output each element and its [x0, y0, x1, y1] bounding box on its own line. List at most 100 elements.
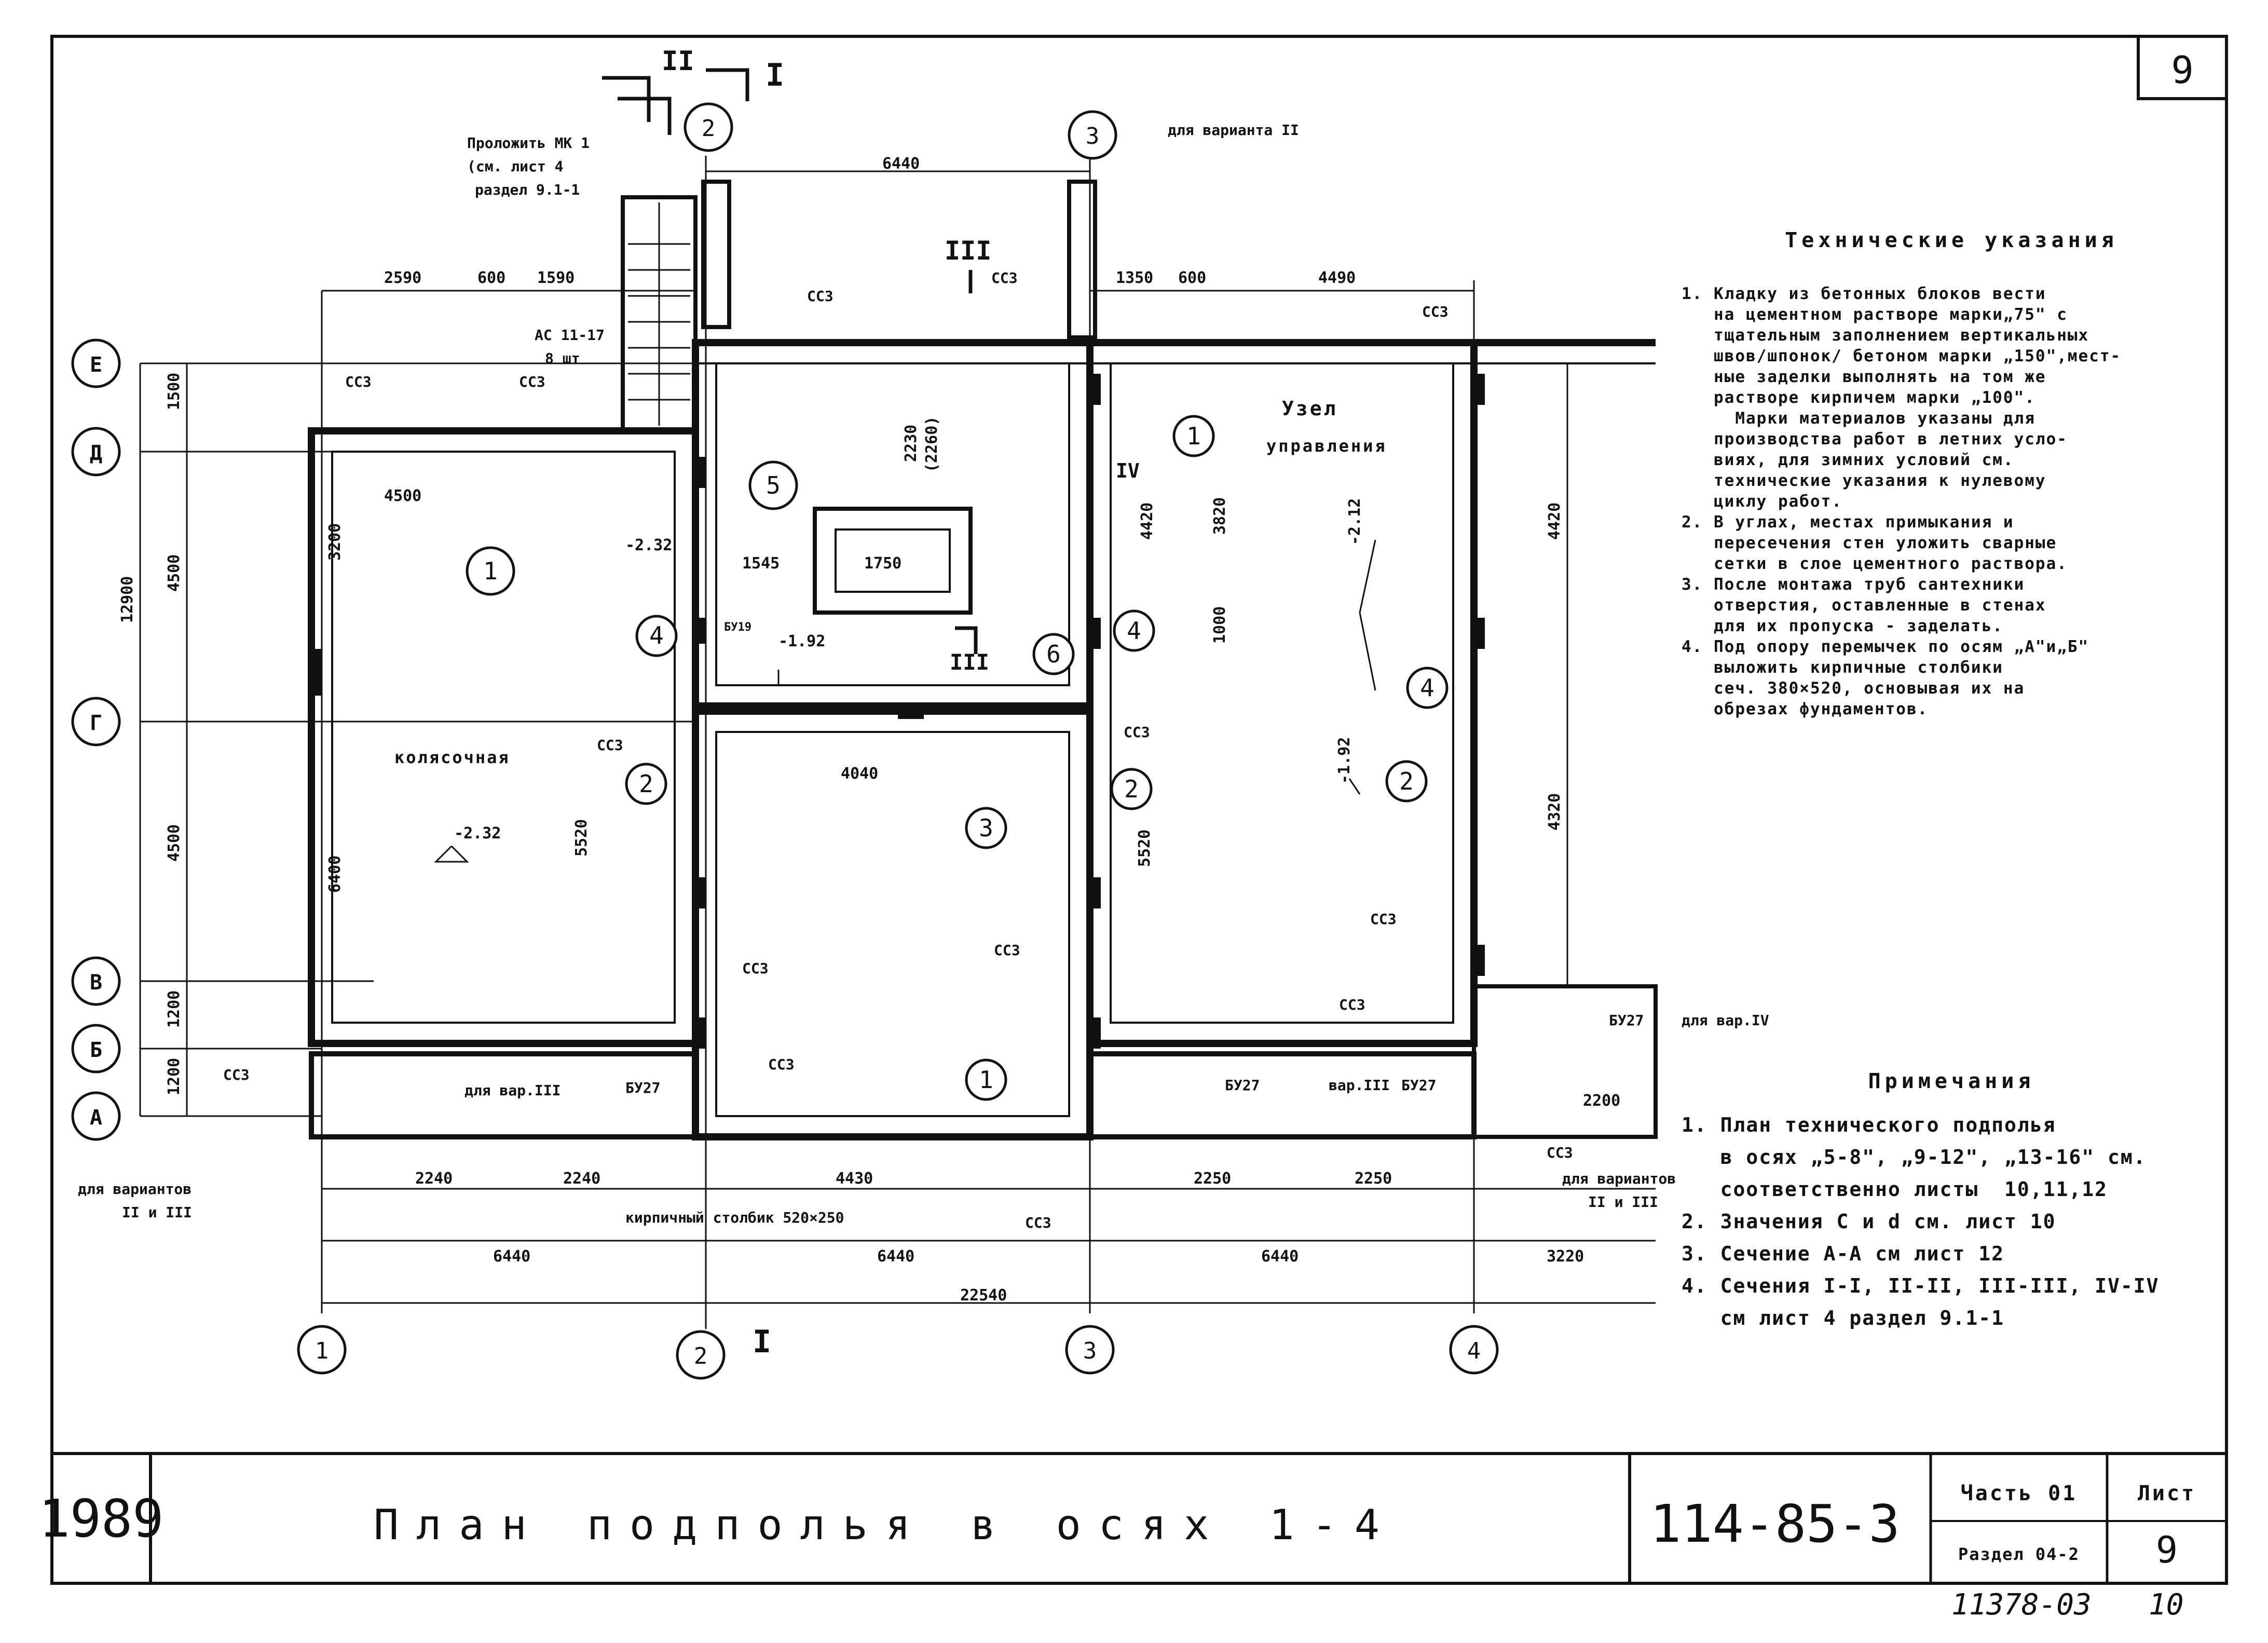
remark-line-6: 4. Сечения I-I, II-II, III-III, IV-IV	[1682, 1274, 2160, 1297]
mesh-label-2: ССЗ	[345, 373, 372, 390]
title-part: Часть 01	[1961, 1482, 2078, 1505]
stair-hatch	[628, 202, 690, 426]
dim-top-span: 6440	[882, 155, 920, 173]
dim-misc-6: (2260)	[923, 416, 941, 472]
title-main: План подполья в осях 1-4	[374, 1501, 1397, 1549]
technical-note-2: 2. В углах, местах примыкания и пересече…	[1682, 513, 2068, 573]
dim-top-left-1: 2590	[384, 269, 421, 287]
mesh-label-1: ССЗ	[519, 373, 545, 390]
axis-bubbles	[71, 102, 1499, 1380]
dim-misc-4: 4040	[841, 765, 878, 783]
title-sheet-value: 9	[2156, 1529, 2178, 1571]
technical-note-4: 4. Под опору перемычек по осям „А"и„Б" в…	[1682, 637, 2089, 718]
variant-iii-b-label: вар.III	[1329, 1077, 1390, 1094]
variants-left-2: II и III	[122, 1204, 192, 1221]
section-mark-i-top: I	[766, 57, 784, 93]
mesh-label-7: ССЗ	[1124, 724, 1150, 741]
remarks-title: Примечания	[1868, 1069, 2035, 1093]
mesh-label-15: ССЗ	[1547, 1144, 1573, 1161]
sheet-number-box	[2137, 35, 2228, 100]
dim-bottom-4: 3220	[1547, 1247, 1584, 1266]
section-mark-iv: IV	[1116, 459, 1140, 482]
level-labels: -2.32 -2.32 -1.92 -1.92 -2.12	[454, 498, 1364, 843]
see-sheet-label: (см. лист 4	[467, 158, 563, 175]
dim-misc-8: 1750	[864, 554, 901, 573]
marker-2b: 2	[1124, 775, 1139, 803]
variants-right-2: II и III	[1588, 1193, 1658, 1211]
level-right: -1.92	[1335, 737, 1354, 784]
marker-2c: 2	[1399, 767, 1414, 795]
dim-top-left-2: 600	[477, 269, 505, 287]
lintel-label-3: БУ27	[1401, 1077, 1436, 1094]
lintel-label-2: БУ27	[1225, 1077, 1260, 1094]
wall-blocks	[308, 374, 1485, 1049]
section-mark-i-bottom: I	[753, 1324, 771, 1360]
dim-misc-16: 4430	[836, 1170, 873, 1188]
variant-iii-label: для вар.III	[464, 1082, 561, 1099]
axis-row-b: Б	[90, 1038, 102, 1062]
dim-misc-5: 2230	[902, 425, 920, 462]
marker-2a: 2	[639, 770, 653, 798]
section-cut-marks	[602, 68, 978, 654]
marker-3: 3	[979, 814, 993, 842]
dim-bottom-2: 6440	[877, 1247, 914, 1266]
mesh-label-11: ССЗ	[1339, 996, 1365, 1013]
technical-notes: Технические указания 1. Кладку из бетонн…	[1682, 228, 2221, 719]
ac-count-label: 8 шт	[545, 350, 580, 367]
section-mark-labels: II I III IV I III	[662, 46, 1140, 1360]
dim-left-4: 1200	[165, 990, 183, 1028]
sheet-number-top: 9	[2171, 48, 2193, 92]
mesh-label-14: ССЗ	[1025, 1214, 1051, 1231]
stroller-room-label: колясочная	[394, 748, 510, 767]
variant-ii-label: для варианта II	[1168, 121, 1299, 139]
dim-misc-7: 1545	[742, 554, 780, 573]
dim-left-1: 1500	[165, 373, 183, 410]
archive-number: 11378-03	[1951, 1588, 2092, 1622]
remark-line-7: см лист 4 раздел 9.1-1	[1682, 1307, 2004, 1329]
sheet-frame	[50, 35, 2228, 1585]
title-code: 114-85-3	[1650, 1493, 1900, 1554]
axis-col-3-top: 3	[1086, 123, 1100, 150]
dim-misc-9: 4420	[1138, 503, 1156, 540]
mesh-label-10: ССЗ	[1370, 911, 1397, 928]
section-mark-iii-mid: III	[950, 649, 989, 675]
dim-misc-10: 3820	[1211, 497, 1229, 535]
axis-col-1: 1	[315, 1338, 329, 1364]
mesh-label-8: ССЗ	[742, 960, 769, 977]
marker-1b: 1	[1186, 422, 1201, 450]
axis-row-d: Д	[90, 441, 102, 465]
title-block: 1989 План подполья в осях 1-4 114-85-3 Ч…	[39, 48, 2196, 1622]
dim-misc-3: 5520	[572, 819, 591, 857]
dim-left-2: 4500	[165, 554, 183, 592]
marker-1c: 1	[979, 1066, 993, 1094]
lay-mk-label: Проложить МК 1	[467, 134, 590, 152]
dim-misc-13: 5520	[1136, 830, 1154, 867]
section-mark-ii: II	[662, 46, 694, 77]
remarks: Примечания 1. План технического подполья…	[1682, 1069, 2221, 1334]
level-marks	[434, 539, 1376, 863]
axis-col-3: 3	[1083, 1338, 1097, 1364]
dim-misc-11: 1000	[1211, 606, 1229, 644]
title-section: Раздел 04-2	[1958, 1544, 2080, 1564]
node-room-label-2: управления	[1266, 436, 1387, 456]
mesh-label-4: ССЗ	[991, 269, 1018, 287]
mesh-label-9: ССЗ	[994, 942, 1020, 959]
footer-page: 10	[2149, 1588, 2183, 1622]
dim-left-total: 12900	[118, 576, 136, 623]
title-year: 1989	[39, 1488, 164, 1549]
dim-top-right-3: 4490	[1318, 269, 1356, 287]
lintel-label-1: БУ27	[625, 1079, 660, 1096]
dim-misc-4420b: 4420	[1546, 503, 1564, 540]
variant-iv-label: для вар.IV	[1682, 1012, 1769, 1029]
title-sheet-label: Лист	[2138, 1482, 2196, 1505]
mesh-label-5: ССЗ	[1422, 303, 1449, 320]
dim-misc-12: 4320	[1546, 793, 1564, 831]
axis-row-g: Г	[90, 711, 102, 735]
annotation-labels: Проложить МК 1 (см. лист 4 раздел 9.1-1 …	[78, 121, 1769, 1231]
marker-4a: 4	[649, 621, 664, 649]
remark-line-5: 3. Сечение А-А см лист 12	[1682, 1242, 2004, 1265]
marker-1a: 1	[483, 557, 498, 585]
axis-row-v: В	[90, 971, 102, 995]
dim-misc-17: 2250	[1194, 1170, 1231, 1188]
